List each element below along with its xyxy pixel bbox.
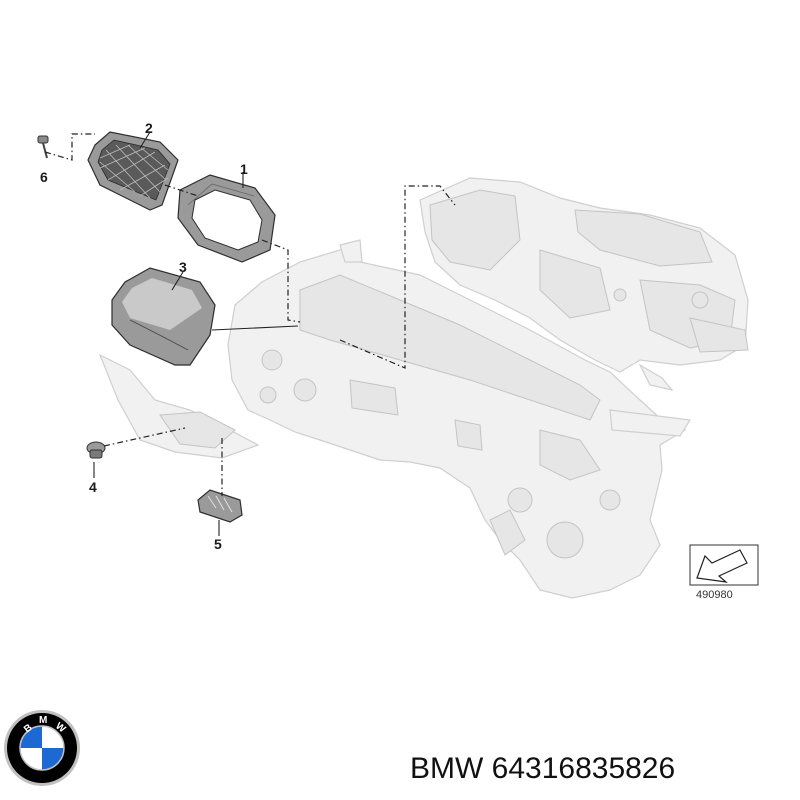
callout-1: 1 bbox=[240, 161, 248, 177]
reference-code: 490980 bbox=[696, 589, 733, 601]
part-5-switch bbox=[197, 489, 243, 523]
part-3-cover bbox=[111, 267, 216, 366]
callout-5: 5 bbox=[214, 536, 222, 552]
part-6-screw bbox=[37, 135, 49, 159]
bmw-logo: B M W bbox=[4, 710, 80, 786]
callout-2: 2 bbox=[145, 120, 153, 136]
trim-panel-ghost bbox=[98, 353, 260, 459]
reference-box: 490980 bbox=[689, 544, 759, 601]
callout-3: 3 bbox=[179, 259, 187, 275]
part-2-grille bbox=[87, 131, 179, 211]
callout-6: 6 bbox=[40, 169, 48, 185]
callout-4: 4 bbox=[89, 479, 97, 495]
hvac-unit-ghost bbox=[419, 177, 749, 391]
svg-text:M: M bbox=[39, 715, 47, 726]
leader-lines bbox=[44, 131, 456, 536]
part-number-caption: BMW 64316835826 bbox=[410, 752, 675, 785]
part-4-clip bbox=[86, 441, 106, 459]
arrow-icon bbox=[696, 549, 748, 583]
bulkhead-ghost bbox=[227, 239, 692, 599]
part-1-frame bbox=[177, 174, 276, 263]
